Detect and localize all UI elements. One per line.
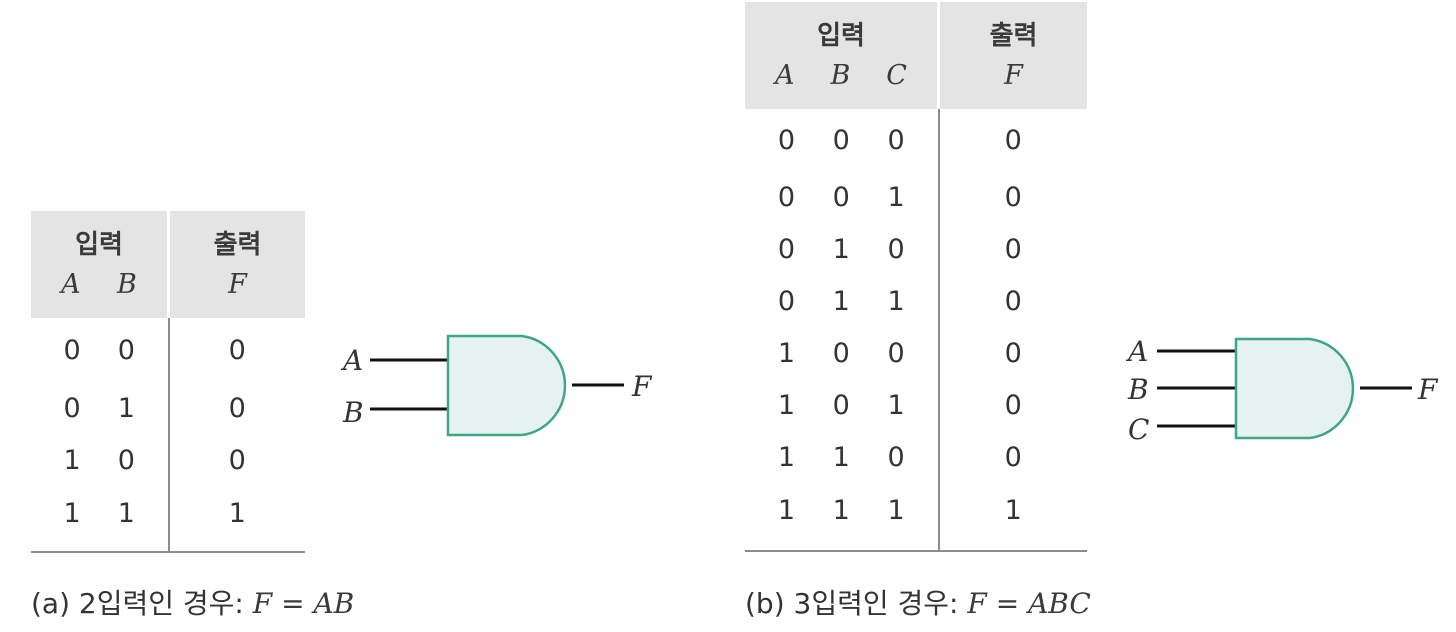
table-b-output-header: 출력 F (937, 2, 1087, 109)
gate-b-body (1234, 337, 1355, 440)
table-a-output-header: 출력 F (167, 211, 305, 318)
gate-b-label-b: B (1127, 373, 1149, 406)
gate-a-label-a: A (340, 344, 363, 377)
gate-b-label-c: C (1128, 413, 1149, 446)
gate-a-body (446, 334, 567, 437)
and-gate-b: A B C F (1125, 335, 1439, 446)
table-a-var-a: A (61, 268, 81, 300)
gate-a-label-b: B (342, 396, 364, 429)
table-b-var-c: C (886, 59, 907, 91)
caption-a: (a) 2입력인 경우: F = AB (31, 587, 355, 620)
and-gate-a: A B F (340, 334, 653, 437)
table-a-input-header: 입력 A B (31, 211, 169, 318)
gate-a-label-f: F (631, 370, 653, 403)
gate-b-label-f: F (1417, 373, 1439, 406)
caption-b: (b) 3입력인 경우: F = ABC (745, 587, 1091, 620)
table-a-var-b: B (116, 268, 137, 300)
gate-b-label-a: A (1125, 335, 1148, 368)
table-b-input-header: 입력 A B C (745, 2, 939, 109)
table-b-var-a: A (774, 59, 795, 91)
table-b-var-b: B (830, 59, 851, 91)
